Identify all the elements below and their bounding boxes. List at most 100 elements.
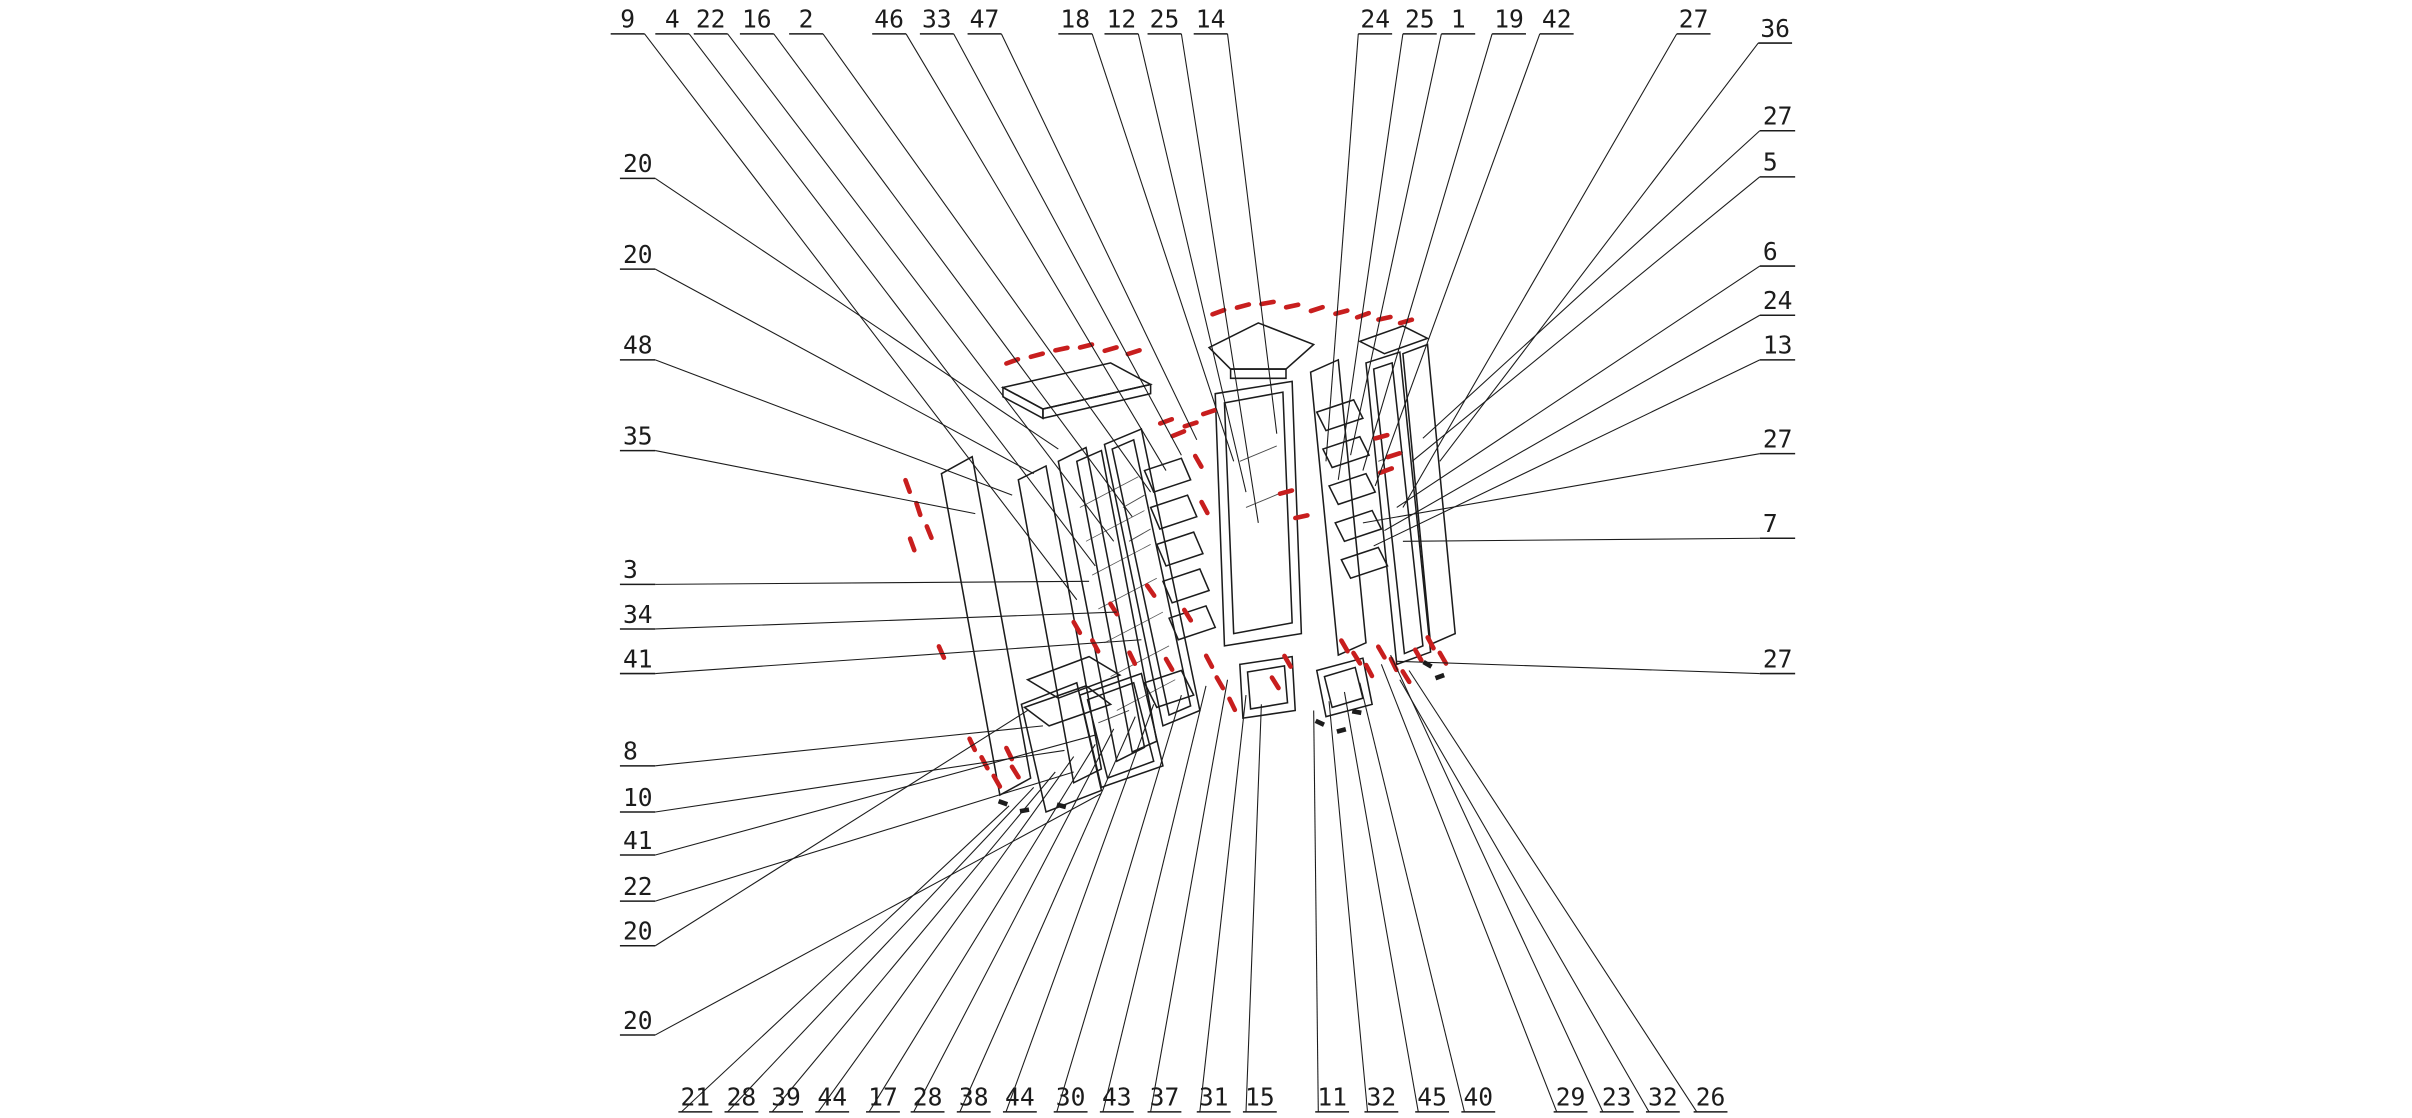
callout-label-42: 42 — [1542, 5, 1572, 34]
screw-mark — [1425, 635, 1436, 651]
callout-label-29: 29 — [1556, 1083, 1586, 1112]
screw-mark — [1200, 407, 1218, 417]
leader-line — [655, 734, 1096, 856]
leader-line — [1337, 33, 1404, 480]
screw-mark — [1199, 499, 1210, 516]
leader-line — [655, 749, 1065, 813]
leader-line — [1384, 314, 1761, 532]
leader-line — [1408, 670, 1698, 1113]
screw-mark — [924, 524, 934, 541]
screw-mark — [1293, 513, 1310, 521]
callout-label-11: 11 — [1317, 1083, 1347, 1112]
part-left-top-shelf — [1000, 362, 1153, 410]
callout-label-25: 25 — [1405, 5, 1435, 34]
callout-label-21: 21 — [680, 1083, 710, 1112]
screw-mark — [1125, 347, 1142, 357]
callout-label-25: 25 — [1150, 5, 1180, 34]
leader-line — [655, 450, 976, 515]
screw-mark — [1004, 745, 1015, 762]
leader-line — [913, 728, 1115, 1113]
hatch-line — [1110, 645, 1170, 677]
leader-line — [1091, 33, 1235, 462]
hardware-bit — [997, 798, 1009, 807]
part-corner-top-edge — [1229, 368, 1287, 380]
callout-label-46: 46 — [874, 5, 904, 34]
leader-line — [959, 716, 1136, 1113]
callout-label-45: 45 — [1417, 1083, 1447, 1112]
screw-mark — [1127, 650, 1138, 667]
callout-label-20: 20 — [623, 149, 653, 178]
callout-label-24: 24 — [1360, 5, 1390, 34]
callout-label-27: 27 — [1763, 102, 1793, 131]
part-base-small-shelf — [1143, 669, 1195, 709]
part-corner-cabinet-body — [1214, 380, 1303, 647]
callout-label-17: 17 — [868, 1083, 898, 1112]
callout-label-36: 36 — [1760, 14, 1790, 43]
part-shelf-5 — [1168, 604, 1217, 641]
part-base-cabinet-door-inner — [1086, 681, 1155, 780]
callout-label-12: 12 — [1107, 5, 1137, 34]
part-shelf-2 — [1149, 494, 1198, 530]
callout-label-20: 20 — [623, 1006, 653, 1035]
callout-label-19: 19 — [1494, 5, 1524, 34]
screw-mark — [1028, 351, 1046, 360]
leader-line — [1373, 359, 1761, 547]
callout-label-43: 43 — [1102, 1083, 1132, 1112]
shine-line — [1245, 491, 1284, 508]
leader-line — [655, 725, 1043, 767]
leader-line — [655, 611, 1117, 630]
callout-label-44: 44 — [817, 1083, 847, 1112]
leader-line — [1137, 33, 1247, 493]
callout-label-22: 22 — [696, 5, 726, 34]
hatch-line — [1085, 510, 1145, 542]
callout-label-14: 14 — [1196, 5, 1226, 34]
part-corner-top-panel — [1207, 322, 1316, 370]
part-left-bottom-shelf — [1022, 685, 1113, 727]
callout-label-5: 5 — [1763, 148, 1778, 177]
leader-line — [655, 710, 1028, 947]
callout-label-48: 48 — [623, 331, 653, 360]
screw-mark — [1170, 429, 1187, 439]
leader-line — [1325, 33, 1359, 462]
screw-mark — [1412, 647, 1424, 663]
callout-label-26: 26 — [1696, 1083, 1726, 1112]
leader-line — [655, 771, 1074, 902]
screw-mark — [1277, 488, 1295, 497]
callout-label-27: 27 — [1763, 425, 1793, 454]
part-base-cabinet-side — [1020, 681, 1103, 814]
screw-mark — [1373, 432, 1390, 441]
leader-line — [655, 359, 1013, 496]
callout-label-35: 35 — [623, 421, 653, 450]
callout-label-41: 41 — [623, 644, 653, 673]
screw-mark — [1053, 345, 1070, 353]
hardware-bit — [1336, 727, 1347, 734]
leader-line — [1350, 33, 1442, 456]
callout-label-20: 20 — [623, 240, 653, 269]
part-right-bench — [1315, 657, 1374, 718]
callout-label-38: 38 — [959, 1083, 989, 1112]
screw-mark — [1400, 669, 1412, 685]
callout-label-13: 13 — [1763, 331, 1793, 360]
part-right-door-a — [1365, 351, 1432, 666]
callout-label-9: 9 — [620, 5, 635, 34]
screw-mark — [1388, 656, 1399, 673]
part-shelf-4 — [1161, 568, 1211, 604]
part-right-shelf-4 — [1334, 509, 1383, 543]
callout-label-10: 10 — [623, 783, 653, 812]
leader-line — [1000, 33, 1198, 441]
callout-label-16: 16 — [742, 5, 772, 34]
leader-line — [773, 33, 1133, 518]
screw-mark — [1363, 662, 1375, 679]
screw-mark — [1203, 653, 1215, 670]
leader-line — [1180, 33, 1259, 523]
part-right-shelf-column — [1309, 358, 1367, 657]
leader-line — [655, 580, 1090, 585]
hardware-bit — [1422, 660, 1433, 669]
part-left-top-shelf-edge-b — [1042, 383, 1152, 420]
part-shelf-1 — [1143, 457, 1192, 494]
part-base-cabinet-top — [1025, 655, 1122, 700]
callout-label-47: 47 — [970, 5, 1000, 34]
screw-mark — [1283, 302, 1301, 310]
callout-label-2: 2 — [799, 5, 814, 34]
callout-label-24: 24 — [1763, 286, 1793, 315]
